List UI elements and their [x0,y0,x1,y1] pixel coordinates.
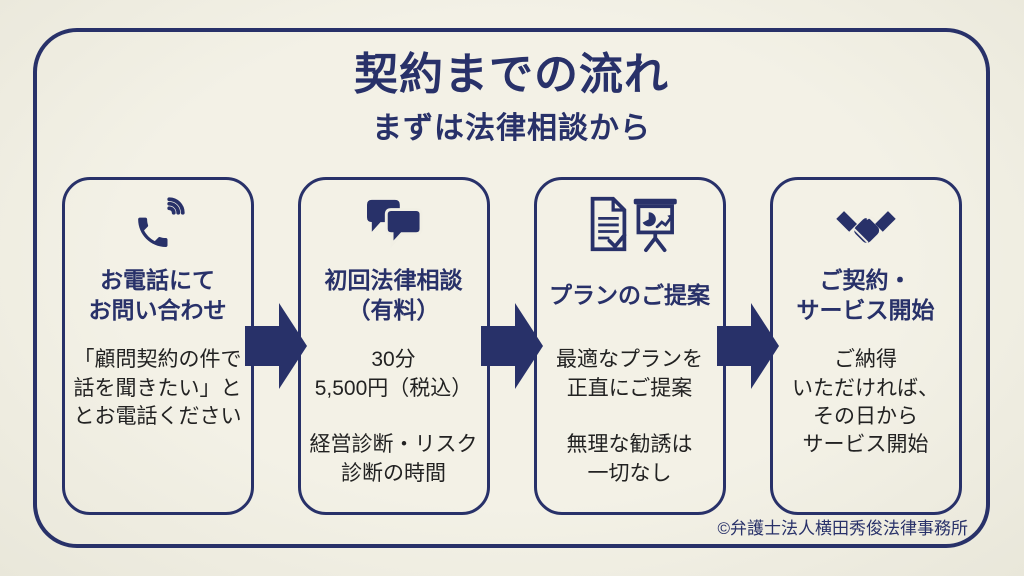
page-subtitle: まずは法律相談から [372,112,651,146]
copyright-notice: ©弁護士法人横田秀俊法律事務所 [717,519,968,538]
handshake-icon [835,194,897,254]
step-card-plan-proposal: プランのご提案 最適なプランを 正直にご提案 無理な勧誘は 一切なし [533,177,726,516]
step-body: 最適なプランを 正直にご提案 無理な勧誘は 一切なし [556,348,703,485]
phone-call-icon [130,194,186,254]
arrow-right-icon [244,303,307,390]
chat-bubbles-icon [363,194,425,254]
document-presentation-icon [578,194,682,254]
step-title: 初回法律相談 （有料） [324,267,463,324]
step-title: ご契約・ サービス開始 [796,267,935,324]
step-body: ご納得 いただければ、 その日から サービス開始 [792,348,939,457]
arrow-right-icon [716,303,779,390]
infographic-frame: 契約までの流れ まずは法律相談から お電話にて お問い合わせ 「顧問契約の件で … [33,28,990,548]
step-card-contract-start: ご契約・ サービス開始 ご納得 いただければ、 その日から サービス開始 [769,177,962,516]
step-card-phone-inquiry: お電話にて お問い合わせ 「顧問契約の件で 話を聞きたい」と とお電話ください [61,177,254,516]
step-body: 「顧問契約の件で 話を聞きたい」と とお電話ください [73,348,242,428]
step-title: プランのご提案 [549,282,710,309]
step-card-first-consultation: 初回法律相談 （有料） 30分 5,500円（税込） 経営診断・リスク 診断の時… [297,177,490,516]
step-title: お電話にて お問い合わせ [88,267,227,324]
steps-row: お電話にて お問い合わせ 「顧問契約の件で 話を聞きたい」と とお電話ください … [37,177,986,516]
page-title: 契約までの流れ [354,50,669,99]
arrow-right-icon [480,303,543,390]
step-body: 30分 5,500円（税込） 経営診断・リスク 診断の時間 [309,348,478,485]
